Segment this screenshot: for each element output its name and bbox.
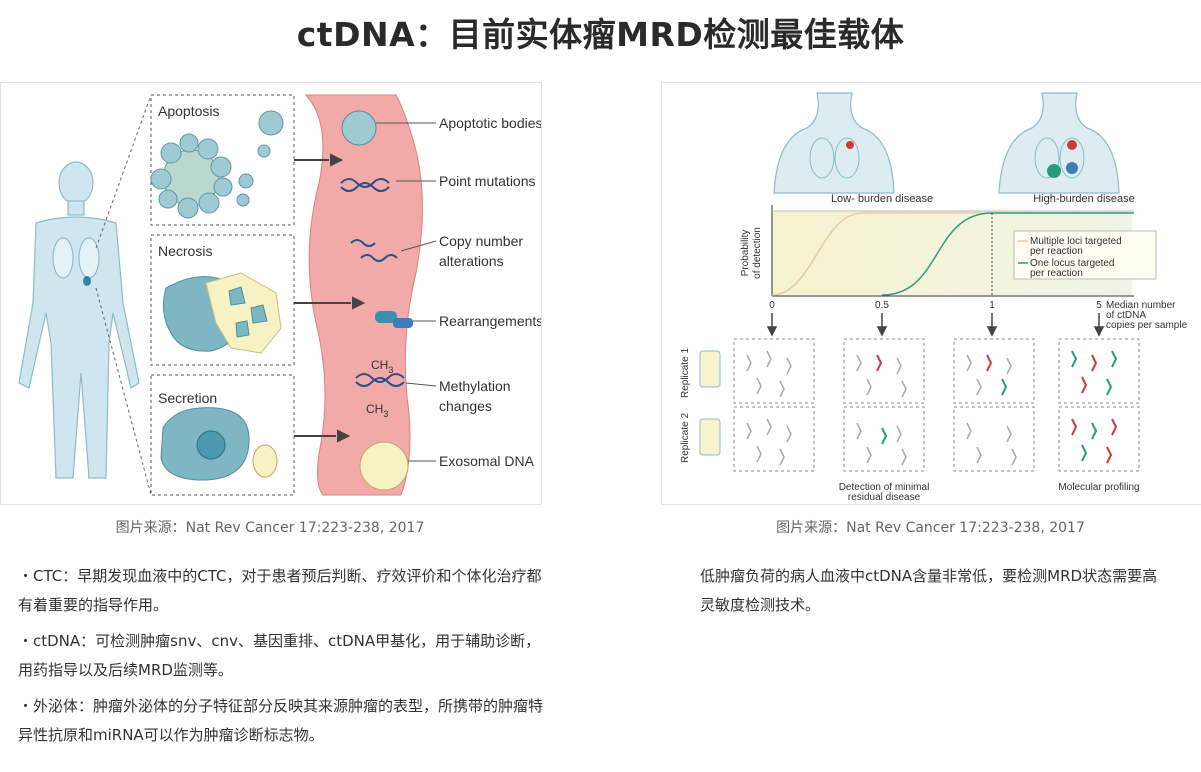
curve-multiple-loci (771, 212, 992, 296)
right-paragraph: 低肿瘤负荷的病人血液中ctDNA含量非常低，要检测MRD状态需要高灵敏度检测技术… (700, 562, 1160, 620)
label-alterations: alterations (439, 253, 504, 269)
x-note-1: Median number (1106, 300, 1176, 311)
legend-multiple-1: Multiple loci targeted (1030, 236, 1122, 247)
human-silhouette-icon (18, 161, 140, 479)
legend-one-2: per reaction (1030, 268, 1083, 279)
bullet-exosome: ・外泌体：肿瘤外泌体的分子特征部分反映其来源肿瘤的表型，所携带的肿瘤特异性抗原和… (18, 697, 544, 744)
replicate-2-label: Replicate 2 (680, 413, 691, 463)
box-label-apoptosis: Apoptosis (158, 103, 219, 119)
torso-low-icon (773, 92, 895, 194)
detection-label-1: Detection of minimal (839, 482, 930, 493)
right-figure-caption: 图片来源：Nat Rev Cancer 17:223-238, 2017 (776, 520, 1085, 536)
label-point-mutations: Point mutations (439, 173, 536, 189)
right-figure: Low- burden disease High-burden disease … (661, 82, 1201, 505)
torso-high-icon (998, 92, 1120, 194)
left-figure: Apoptosis Necrosis Secretion (0, 82, 543, 505)
replicate-1-label: Replicate 1 (680, 348, 691, 398)
left-figure-caption: 图片来源：Nat Rev Cancer 17:223-238, 2017 (115, 520, 425, 536)
label-exosomal-dna: Exosomal DNA (439, 453, 535, 469)
box-label-secretion: Secretion (158, 390, 217, 406)
label-methylation: Methylation (439, 378, 511, 394)
bullet-ctc: ・CTC：早期发现血液中的CTC，对于患者预后判断、疗效评价和个体化治疗都有着重… (18, 567, 542, 614)
box-label-necrosis: Necrosis (158, 243, 212, 259)
bullet-ctdna: ・ctDNA：可检测肿瘤snv、cnv、基因重排、ctDNA甲基化，用于辅助诊断… (18, 632, 541, 679)
label-copy-number: Copy number (439, 233, 523, 249)
legend-one-1: One locus targeted (1030, 258, 1115, 269)
mrd-detection-diagram: Low- burden disease High-burden disease … (680, 92, 1188, 503)
x-note-3: copies per sample (1106, 320, 1188, 331)
curve-one-locus (881, 212, 1134, 296)
tick-0-5: 0.5 (875, 300, 889, 311)
tick-5: 5 (1096, 300, 1102, 311)
detection-label-2: residual disease (848, 492, 921, 503)
label-rearrangements: Rearrangements (439, 313, 541, 329)
y-axis-title-1: Probability (740, 230, 751, 277)
label-apoptotic-bodies: Apoptotic bodies (439, 115, 541, 131)
tick-0: 0 (769, 300, 775, 311)
bullet-list: ・CTC：早期发现血液中的CTC，对于患者预后判断、疗效评价和个体化治疗都有着重… (18, 562, 548, 757)
y-axis-title-2: of detection (752, 227, 763, 279)
paragraph-text: 低肿瘤负荷的病人血液中ctDNA含量非常低，要检测MRD状态需要高灵敏度检测技术… (700, 567, 1158, 614)
high-burden-label: High-burden disease (1033, 193, 1135, 205)
x-note-2: of ctDNA (1106, 310, 1146, 321)
legend-multiple-2: per reaction (1030, 246, 1083, 257)
molecular-profiling-label: Molecular profiling (1058, 482, 1139, 493)
ctdna-sources-illustration: Apoptosis Necrosis Secretion (18, 94, 543, 496)
ch3-bottom: CH3 (366, 402, 388, 419)
tick-1: 1 (989, 300, 995, 311)
ch3-top: CH3 (371, 358, 393, 375)
low-burden-label: Low- burden disease (831, 193, 933, 205)
page-title: ctDNA：目前实体瘤MRD检测最佳载体 (296, 15, 905, 54)
label-changes: changes (439, 398, 492, 414)
